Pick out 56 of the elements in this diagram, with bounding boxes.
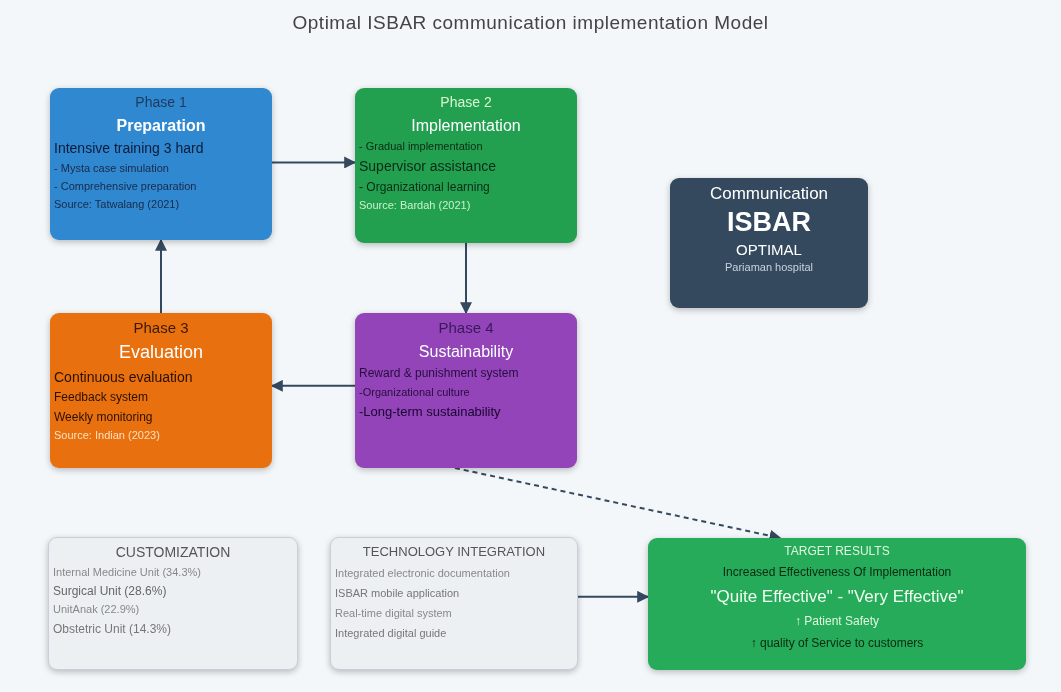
box-heading: Phase 3 — [133, 319, 189, 337]
process-box — [355, 313, 577, 468]
arrow — [271, 156, 357, 169]
box-text: Increased Effectiveness Of Implementation — [722, 565, 952, 580]
box-text: "Quite Effective" - "Very Effective" — [710, 586, 964, 608]
box-heading: TECHNOLOGY INTEGRATION — [362, 544, 546, 560]
box-heading: Phase 4 — [438, 319, 494, 337]
process-box — [330, 537, 578, 670]
box-text: - Mysta case simulation — [54, 161, 169, 175]
box-text: UnitAnak (22.9%) — [53, 603, 140, 617]
box-text: Integrated digital guide — [335, 627, 447, 641]
box-title: Preparation — [116, 115, 206, 135]
box-heading: TARGET RESULTS — [784, 544, 890, 559]
box-text: Surgical Unit (28.6%) — [53, 584, 167, 599]
box-text: Supervisor assistance — [359, 158, 496, 175]
box-text: Continuous evaluation — [54, 368, 193, 386]
box-text: - Gradual implementation — [359, 140, 483, 154]
box-text: Source: Tatwalang (2021) — [54, 198, 180, 212]
box-text: Weekly monitoring — [54, 409, 153, 425]
arrow — [577, 590, 650, 603]
box-heading: Communication — [709, 184, 829, 205]
box-text: Source: Indian (2023) — [54, 429, 160, 443]
box-text: Sustainability — [418, 342, 514, 362]
box-text: Evaluation — [118, 342, 204, 364]
box-heading: CUSTOMIZATION — [115, 544, 231, 561]
box-text: OPTIMAL — [736, 240, 802, 259]
arrow — [460, 242, 472, 315]
process-box — [648, 538, 1026, 670]
box-text: ISBAR mobile application — [335, 586, 460, 600]
process-box — [50, 313, 272, 468]
box-text: Implementation — [411, 115, 521, 135]
diagram-title: Optimal ISBAR communication implementation Model — [291, 12, 770, 34]
box-text: ↑ Patient Safety — [794, 614, 879, 629]
process-box — [355, 88, 577, 243]
box-text: Real-time digital system — [335, 606, 452, 621]
box-text: - Comprehensive preparation — [54, 179, 197, 194]
process-box — [670, 178, 868, 308]
box-text: Obstetric Unit (14.3%) — [53, 621, 172, 636]
box-title: ISBAR — [727, 206, 811, 239]
arrow — [270, 379, 356, 392]
arrow — [155, 238, 167, 314]
box-text: Feedback system — [54, 390, 149, 405]
box-heading: Phase 1 — [135, 94, 187, 111]
box-text: Intensive training 3 hard — [54, 140, 204, 157]
box-text: -Long-term sustainability — [359, 403, 501, 420]
box-text: Source: Bardah (2021) — [359, 199, 471, 213]
box-text: Pariaman hospital — [724, 260, 814, 274]
process-box — [48, 537, 298, 670]
box-text: Internal Medicine Unit (34.3%) — [53, 565, 201, 579]
box-text: - Organizational learning — [359, 179, 490, 195]
box-heading: Phase 2 — [440, 94, 492, 111]
box-text: -Organizational culture — [359, 385, 470, 399]
box-text: Integrated electronic documentation — [335, 566, 510, 580]
process-box — [50, 88, 272, 240]
box-text: Reward & punishment system — [359, 366, 519, 381]
box-text: ↑ quality of Service to customers — [750, 635, 924, 650]
